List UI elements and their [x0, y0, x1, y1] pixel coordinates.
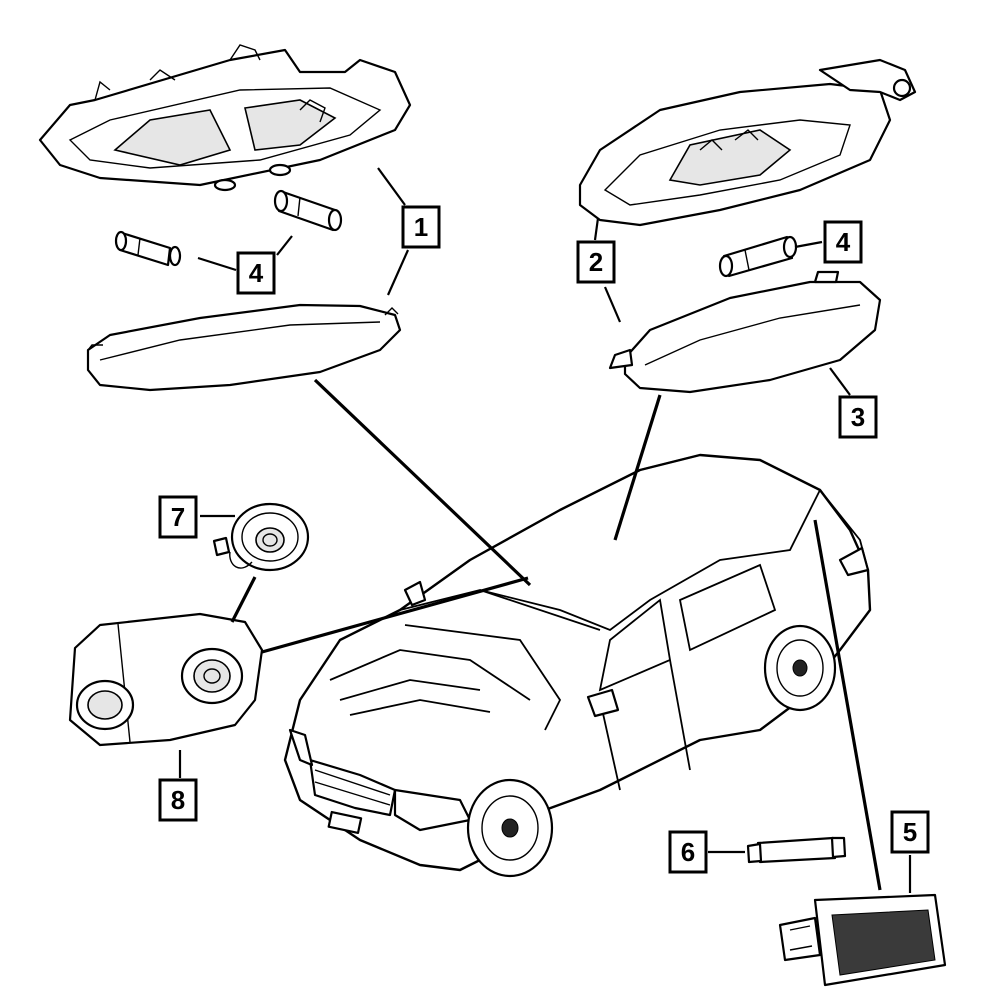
callout-1: 1: [401, 205, 441, 249]
callout-6: 6: [668, 830, 708, 874]
dome-lamp-housing: [578, 58, 917, 227]
bulb-left-1: [114, 230, 182, 267]
callout-label: 4: [249, 258, 264, 288]
callout-8: 8: [158, 778, 198, 822]
overhead-console-front: [38, 44, 412, 192]
reading-lamp-module: [212, 502, 310, 572]
callout-2: 2: [576, 240, 616, 284]
bulb-left-2: [273, 189, 343, 232]
callout-4-right: 4: [823, 220, 863, 264]
lamp-lens-rear: [608, 270, 882, 394]
callout-7: 7: [158, 495, 198, 539]
lamp-lens-front: [86, 303, 402, 392]
callout-3: 3: [838, 395, 878, 439]
callout-label: 5: [903, 817, 917, 847]
callout-label: 8: [171, 785, 185, 815]
vehicle-sedan: [283, 453, 872, 878]
festoon-bulb: [746, 836, 847, 864]
callout-label: 4: [836, 227, 851, 257]
leader-lines: [178, 167, 912, 893]
dual-lamp-console: [68, 612, 264, 747]
callout-label: 6: [681, 837, 695, 867]
callout-label: 7: [171, 502, 185, 532]
callout-5: 5: [890, 810, 930, 854]
callout-label: 1: [414, 212, 428, 242]
callout-4-left: 4: [236, 251, 276, 295]
courtesy-lamp-assembly: [778, 893, 947, 987]
bulb-right: [718, 235, 798, 278]
callout-label: 3: [851, 402, 865, 432]
callout-label: 2: [589, 247, 603, 277]
